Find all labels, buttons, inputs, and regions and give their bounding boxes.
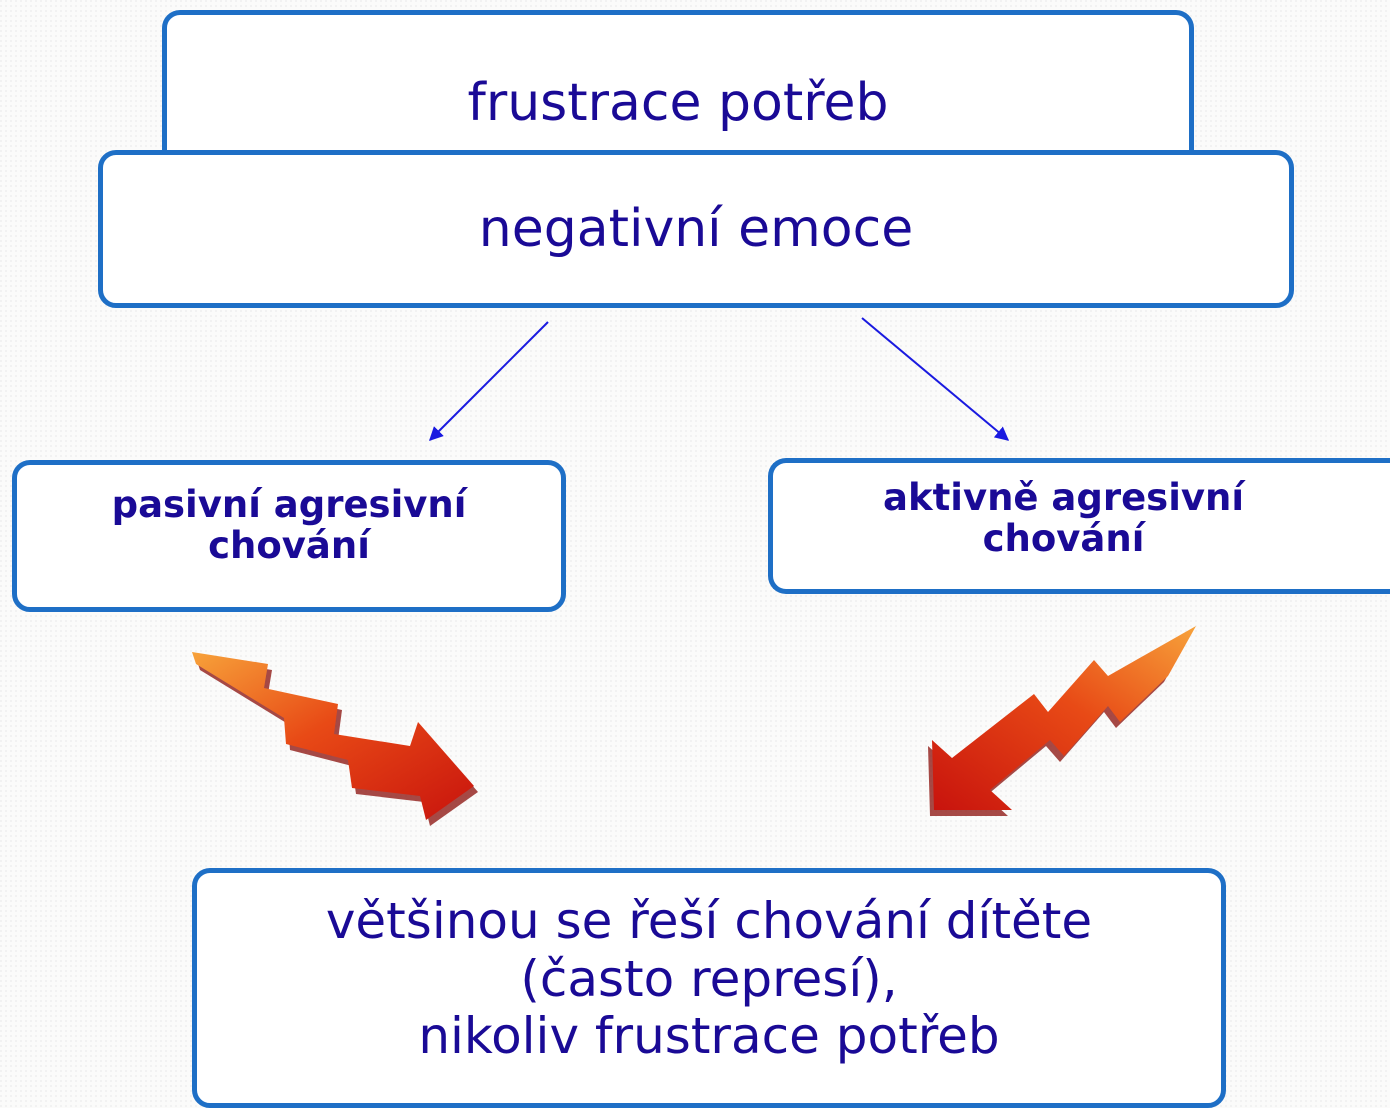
node-negativni-emoce: negativní emoce bbox=[98, 150, 1294, 308]
node-pasivni-line2: chování bbox=[208, 524, 370, 567]
node-aktivne-line1: aktivně agresivní bbox=[883, 475, 1245, 519]
zigzag-arrow-right bbox=[928, 626, 1196, 816]
node-aktivne-agresivni-chovani: aktivně agresivní chování bbox=[768, 458, 1390, 594]
node-vysledek: většinou se řeší chování dítěte (často r… bbox=[192, 868, 1226, 1108]
node-vysledek-line3: nikoliv frustrace potřeb bbox=[418, 1007, 1000, 1065]
node-vysledek-line1: většinou se řeší chování dítěte bbox=[325, 892, 1093, 950]
node-aktivne-line2: chování bbox=[982, 517, 1145, 560]
node-pasivni-line1: pasivní agresivní bbox=[111, 482, 467, 526]
edge-emoce-to-pasivni bbox=[429, 321, 549, 441]
node-negativni-emoce-label: negativní emoce bbox=[478, 199, 914, 259]
node-pasivni-agresivni-chovani: pasivní agresivní chování bbox=[12, 460, 566, 612]
edge-emoce-to-aktivne bbox=[861, 317, 1010, 441]
node-vysledek-line2: (často represí), bbox=[520, 949, 898, 1008]
zigzag-arrow-left bbox=[192, 652, 478, 826]
node-frustrace-potreb-label: frustrace potřeb bbox=[467, 73, 889, 133]
